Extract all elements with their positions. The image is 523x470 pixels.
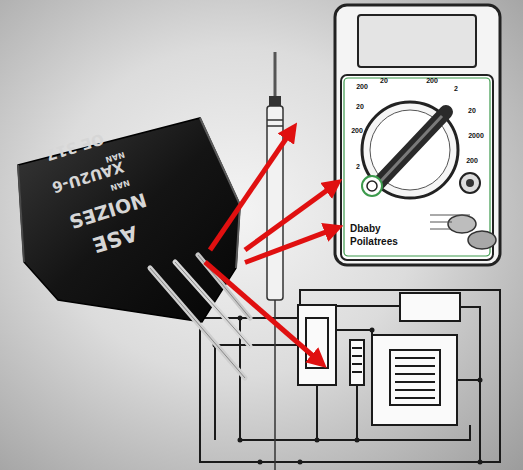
relay-component [18, 118, 250, 378]
svg-path [395, 358, 435, 398]
svg-rect [335, 5, 500, 265]
svg-path [215, 344, 298, 346]
test-probe [267, 52, 283, 470]
red-arrow [245, 184, 335, 250]
svg-path [457, 379, 480, 381]
svg-path [352, 348, 362, 372]
svg-ellipse [468, 231, 496, 249]
svg-rect [358, 15, 476, 67]
node-text: NOIZES [67, 189, 150, 233]
svg-path [150, 255, 250, 378]
dial-range-label: 200 [356, 83, 368, 90]
dial-range-label: 2000 [468, 132, 484, 139]
svg-path [336, 330, 372, 335]
svg-circle [258, 460, 263, 465]
svg-circle [370, 328, 375, 333]
dial-range-label: 200 [426, 77, 438, 84]
svg-path [356, 385, 358, 440]
svg-rect [390, 350, 440, 405]
svg-path [214, 345, 216, 440]
svg-path [336, 305, 400, 307]
svg-rect [400, 293, 460, 321]
svg-path [430, 215, 470, 229]
svg-circle [478, 378, 483, 383]
svg-circle [238, 316, 243, 321]
svg-circle [370, 110, 450, 190]
dial-range-label: 20 [356, 103, 364, 110]
svg-path [200, 118, 240, 268]
dial-range-label: 20 [468, 107, 476, 114]
svg-circle [355, 438, 360, 443]
svg-ellipse [448, 215, 476, 233]
dial-range-label: 20 [380, 77, 388, 84]
svg-path [316, 385, 318, 440]
svg-circle [362, 102, 458, 198]
svg-rect [372, 335, 457, 425]
svg-path [460, 307, 480, 462]
node-text: NAN [109, 178, 130, 192]
svg-circle [460, 173, 480, 193]
svg-path [18, 165, 24, 262]
svg-circle [466, 179, 474, 187]
svg-circle [298, 460, 303, 465]
svg-rect [344, 78, 490, 256]
node-text: ASE [90, 221, 141, 257]
svg-path [274, 52, 277, 100]
multimeter [335, 5, 500, 265]
svg-path [376, 112, 446, 186]
svg-rect [350, 340, 364, 385]
svg-rect [269, 96, 281, 106]
relay-body: OE 317NANXAU2U-6NANNOIZESASE [20, 115, 245, 365]
dial-range-label: 200 [466, 157, 478, 164]
dial-range-label: 2 [356, 163, 360, 170]
svg-path [380, 116, 442, 182]
dial-range-label: 2 [454, 85, 458, 92]
leader-arrow [205, 262, 320, 362]
junction-dots [213, 316, 483, 465]
dial-range-label: 200 [351, 127, 363, 134]
svg-circle [362, 176, 382, 196]
svg-circle [367, 181, 377, 191]
svg-circle [238, 438, 243, 443]
svg-polygon [18, 118, 240, 322]
svg-path [267, 120, 283, 126]
svg-circle [315, 438, 320, 443]
svg-circle [478, 460, 483, 465]
node-text: OE 317 [44, 130, 106, 165]
node-text: Dbaby Poilatrees [350, 222, 414, 248]
leader-arrow [210, 130, 292, 250]
svg-rect [267, 106, 283, 300]
red-arrow [245, 229, 335, 263]
svg-rect [341, 75, 493, 260]
